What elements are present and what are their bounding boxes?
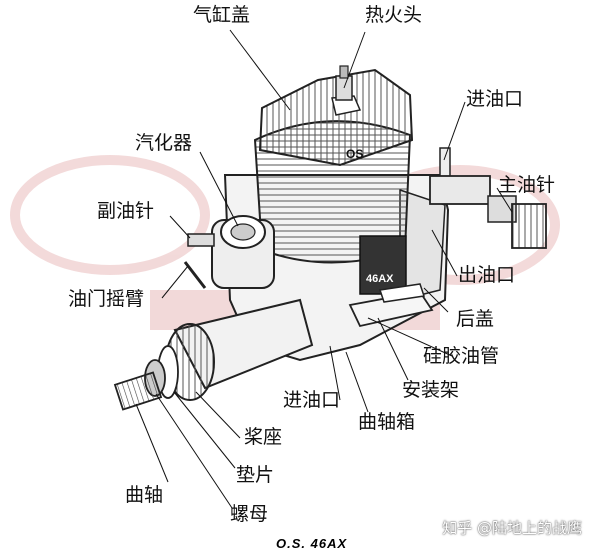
label-silicone-tube: 硅胶油管	[423, 345, 500, 367]
throttle-arm	[183, 261, 207, 289]
model-name: O.S. 46AX	[276, 536, 348, 551]
carburetor	[211, 215, 275, 289]
label-nut: 螺母	[230, 503, 269, 525]
label-mounting-bracket: 安装架	[402, 379, 460, 401]
label-fuel-outlet: 出油口	[458, 264, 516, 286]
label-back-cover: 后盖	[456, 308, 495, 330]
label-washer: 垫片	[236, 464, 275, 486]
label-throttle-arm: 油门摇臂	[68, 288, 145, 310]
label-fuel-inlet-bottom: 进油口	[283, 389, 341, 411]
label-crankcase: 曲轴箱	[358, 411, 416, 433]
leader-lines	[135, 29, 513, 509]
idle-needle	[187, 233, 215, 247]
main-needle-assembly	[429, 147, 547, 249]
crankshaft	[113, 371, 163, 411]
label-prop-hub: 桨座	[244, 426, 283, 448]
label-glow-plug: 热火头	[365, 4, 423, 26]
glow-plug	[335, 65, 353, 101]
cylinder-head	[258, 68, 414, 167]
label-crankshaft: 曲轴	[125, 484, 164, 506]
label-carburetor: 汽化器	[135, 132, 193, 154]
head-logo: OS	[346, 147, 363, 161]
label-idle-needle: 副油针	[97, 200, 155, 222]
watermark: 知乎 @陆地上的战鹰	[442, 519, 582, 537]
label-fuel-inlet-top: 进油口	[466, 88, 524, 110]
mounting-bracket	[348, 283, 434, 328]
case-model-mark: 46AX	[366, 273, 394, 285]
label-main-needle: 主油针	[498, 174, 556, 196]
label-cylinder-head: 气缸盖	[193, 4, 251, 26]
